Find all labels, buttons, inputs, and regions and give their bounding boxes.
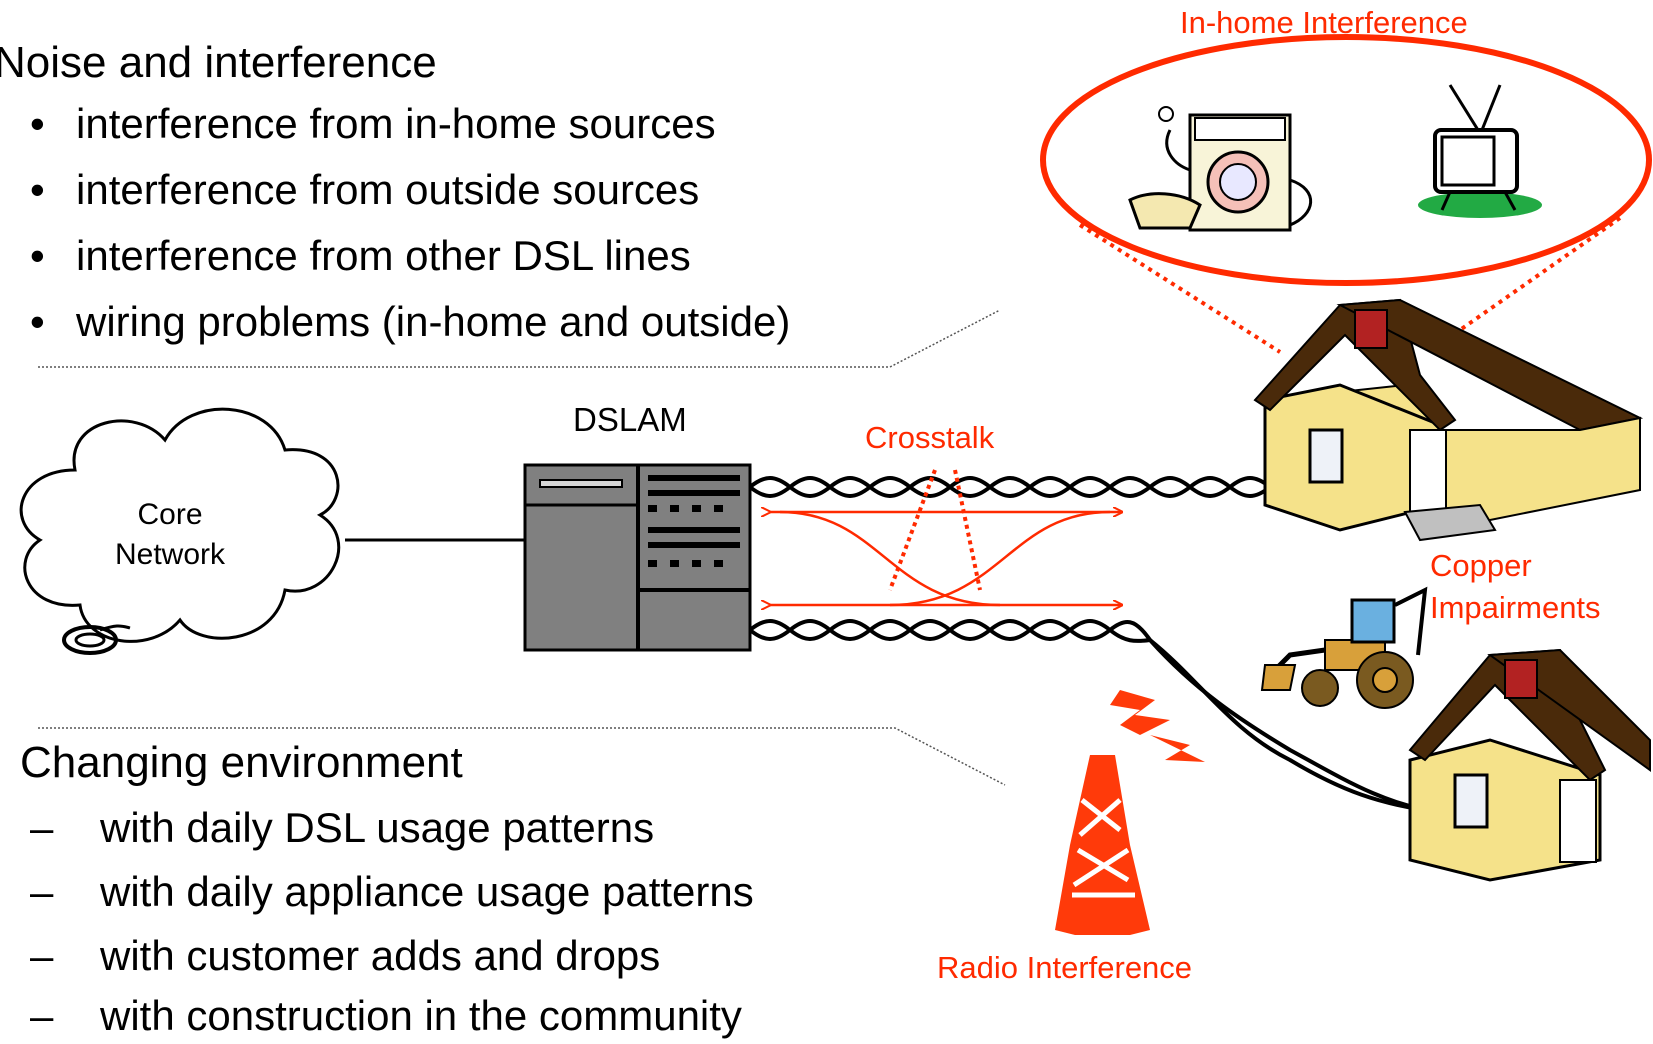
bullet-dot: • — [30, 298, 45, 345]
backhoe-icon — [1260, 586, 1428, 709]
copper-label-line1: Copper — [1430, 548, 1532, 583]
separator-top — [38, 309, 1001, 368]
cloud-label-line2: Network — [114, 538, 226, 571]
cloud-label: Core Network — [100, 495, 240, 575]
noise-bullet-2: • interference from outside sources — [30, 166, 699, 214]
changing-dash-1: –with daily DSL usage patterns — [30, 804, 654, 852]
noise-item-1: interference from in-home sources — [76, 100, 716, 147]
dash-marker: – — [30, 868, 54, 915]
noise-item-3: interference from other DSL lines — [76, 232, 691, 279]
changing-item-2: with daily appliance usage patterns — [100, 868, 754, 915]
dash-marker: – — [30, 804, 54, 851]
copper-impairments-label: Copper Impairments — [1430, 545, 1601, 629]
noise-bullet-4: • wiring problems (in-home and outside) — [30, 298, 790, 346]
twisted-pair-upper — [748, 476, 1272, 498]
inhome-interference-bubble — [1040, 34, 1652, 354]
changing-item-1: with daily DSL usage patterns — [100, 804, 655, 851]
changing-dash-2: –with daily appliance usage patterns — [30, 868, 754, 916]
changing-dash-4: –with construction in the community — [30, 992, 742, 1040]
dslam-icon — [523, 463, 752, 652]
dash-marker: – — [30, 992, 54, 1039]
changing-dash-3: –with customer adds and drops — [30, 932, 660, 980]
house-icon-2 — [1408, 648, 1651, 882]
noise-item-4: wiring problems (in-home and outside) — [76, 298, 791, 345]
changing-item-4: with construction in the community — [100, 992, 742, 1039]
changing-heading: Changing environment — [20, 738, 463, 787]
noise-heading: Noise and interference — [0, 38, 437, 87]
separator-bottom — [38, 727, 1006, 786]
dslam-label: DSLAM — [573, 401, 687, 438]
cloud-label-line1: Core — [137, 498, 203, 531]
radio-tower-icon — [1055, 690, 1205, 935]
crosstalk-arrows — [770, 469, 1122, 605]
noise-item-2: interference from outside sources — [76, 166, 700, 213]
crosstalk-label: Crosstalk — [865, 420, 995, 455]
twisted-pair-lower — [748, 619, 1441, 814]
bullet-dot: • — [30, 100, 45, 147]
bullet-dot: • — [30, 232, 45, 279]
inhome-interference-label: In-home Interference — [1180, 5, 1468, 40]
house-icon — [1253, 298, 1644, 542]
changing-item-3: with customer adds and drops — [100, 932, 661, 979]
bullet-dot: • — [30, 166, 45, 213]
copper-label-line2: Impairments — [1430, 590, 1601, 625]
radio-interference-label: Radio Interference — [937, 950, 1193, 985]
noise-bullet-1: • interference from in-home sources — [30, 100, 716, 148]
washing-machine-icon — [1128, 106, 1313, 232]
noise-bullet-3: • interference from other DSL lines — [30, 232, 691, 280]
cloud-icon — [19, 407, 341, 655]
television-icon — [1418, 84, 1542, 218]
dash-marker: – — [30, 932, 54, 979]
